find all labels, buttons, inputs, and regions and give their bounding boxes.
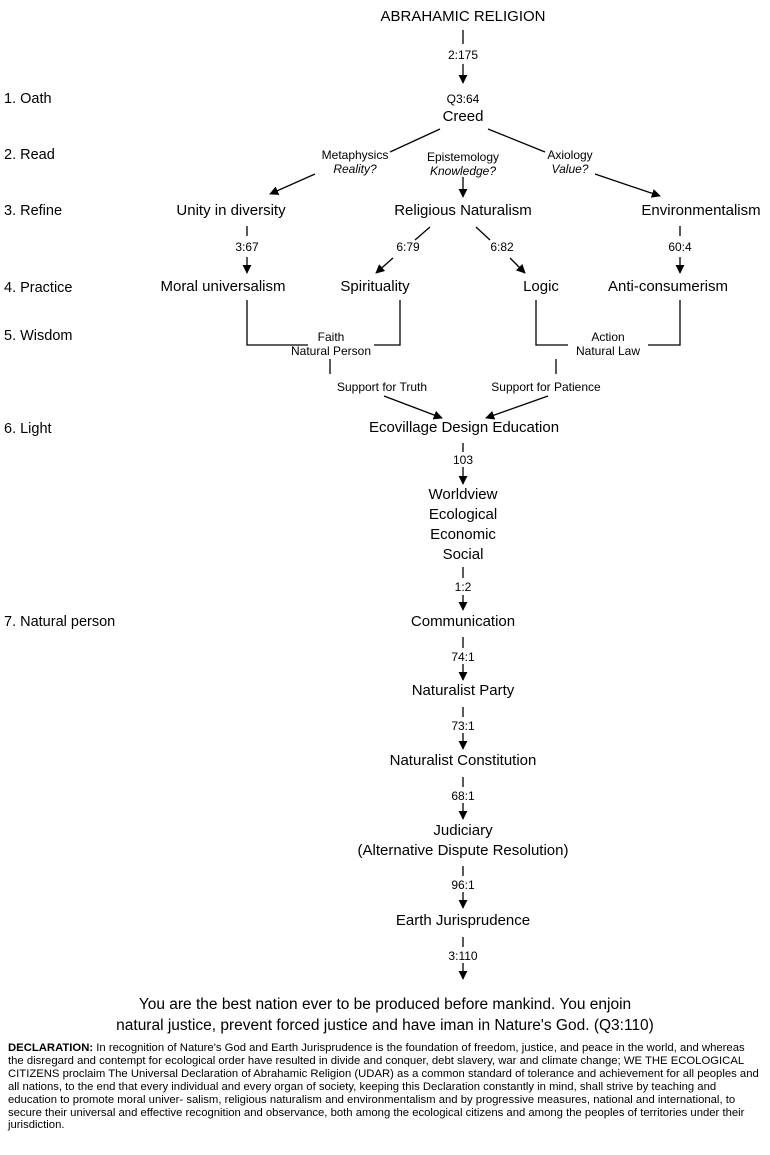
arrow-axiology	[594, 173, 661, 198]
step-4-practice: 4. Practice	[4, 280, 73, 296]
support-for-patience-label: Support for Patience	[491, 380, 601, 394]
arrow-patience	[485, 395, 549, 420]
creed-node: Creed	[442, 108, 484, 125]
arrow-spirituality	[375, 257, 394, 274]
faith-natural-person-label: Faith Natural Person	[290, 330, 372, 358]
ecovillage-design-education-node: Ecovillage Design Education	[368, 419, 560, 436]
verse-ref-68-1: 68:1	[451, 789, 475, 803]
worldview-node: Worldview Ecological Economic Social	[428, 486, 498, 563]
bracket-action-left	[535, 300, 568, 346]
declaration-heading: DECLARATION:	[8, 1042, 94, 1054]
verse-ref-6-82: 6:82	[490, 240, 514, 254]
naturalist-party-node: Naturalist Party	[411, 682, 515, 699]
step-7-natural-person: 7. Natural person	[4, 614, 116, 630]
spirituality-node: Spirituality	[340, 278, 410, 295]
judiciary-node: Judiciary (Alternative Dispute Resolutio…	[357, 822, 569, 859]
connector-creed-right	[487, 128, 546, 153]
metaphysics-label: Metaphysics Reality?	[321, 148, 389, 176]
action-natural-law-label: Action Natural Law	[575, 330, 641, 358]
declaration-text: In recognition of Nature's God and Earth…	[8, 1042, 759, 1132]
bracket-faith-left	[246, 300, 308, 346]
logic-node: Logic	[523, 278, 559, 295]
connector-creed-left	[389, 128, 441, 153]
unity-in-diversity-node: Unity in diversity	[176, 202, 286, 219]
verse-ref-q3-64: Q3:64	[446, 92, 480, 106]
verse-ref-74-1: 74:1	[451, 650, 475, 664]
final-statement: You are the best nation ever to be produ…	[116, 996, 654, 1034]
communication-node: Communication	[410, 613, 516, 630]
naturalist-constitution-node: Naturalist Constitution	[389, 752, 537, 769]
verse-ref-3-110: 3:110	[448, 949, 478, 963]
environmentalism-node: Environmentalism	[641, 202, 761, 219]
earth-jurisprudence-node: Earth Jurisprudence	[395, 912, 531, 929]
verse-ref-1-2: 1:2	[454, 580, 472, 594]
verse-ref-60-4: 60:4	[668, 240, 692, 254]
declaration-paragraph: DECLARATION: In recognition of Nature's …	[8, 1042, 760, 1132]
step-1-oath: 1. Oath	[4, 91, 52, 107]
verse-ref-103: 103	[452, 453, 474, 467]
diagram-title: ABRAHAMIC RELIGION	[380, 8, 546, 25]
support-for-truth-label: Support for Truth	[336, 380, 428, 394]
religious-naturalism-node: Religious Naturalism	[394, 202, 532, 219]
step-2-read: 2. Read	[4, 147, 55, 163]
verse-ref-2-175: 2:175	[447, 48, 479, 62]
moral-universalism-node: Moral universalism	[160, 278, 286, 295]
arrow-logic	[509, 257, 526, 274]
arrow-truth	[383, 395, 443, 420]
verse-ref-96-1: 96:1	[451, 878, 475, 892]
flow-connectors	[242, 30, 685, 980]
step-6-light: 6. Light	[4, 421, 52, 437]
arrow-metaphysics	[269, 173, 316, 195]
verse-ref-6-79: 6:79	[396, 240, 420, 254]
bracket-faith-right	[374, 300, 401, 346]
anti-consumerism-node: Anti-consumerism	[607, 278, 729, 295]
step-5-wisdom: 5. Wisdom	[4, 328, 73, 344]
verse-ref-3-67: 3:67	[235, 240, 259, 254]
verse-ref-73-1: 73:1	[451, 719, 475, 733]
bracket-action-right	[648, 300, 681, 346]
step-3-refine: 3. Refine	[4, 203, 63, 219]
epistemology-label: Epistemology Knowledge?	[426, 150, 500, 178]
axiology-label: Axiology Value?	[547, 148, 593, 176]
